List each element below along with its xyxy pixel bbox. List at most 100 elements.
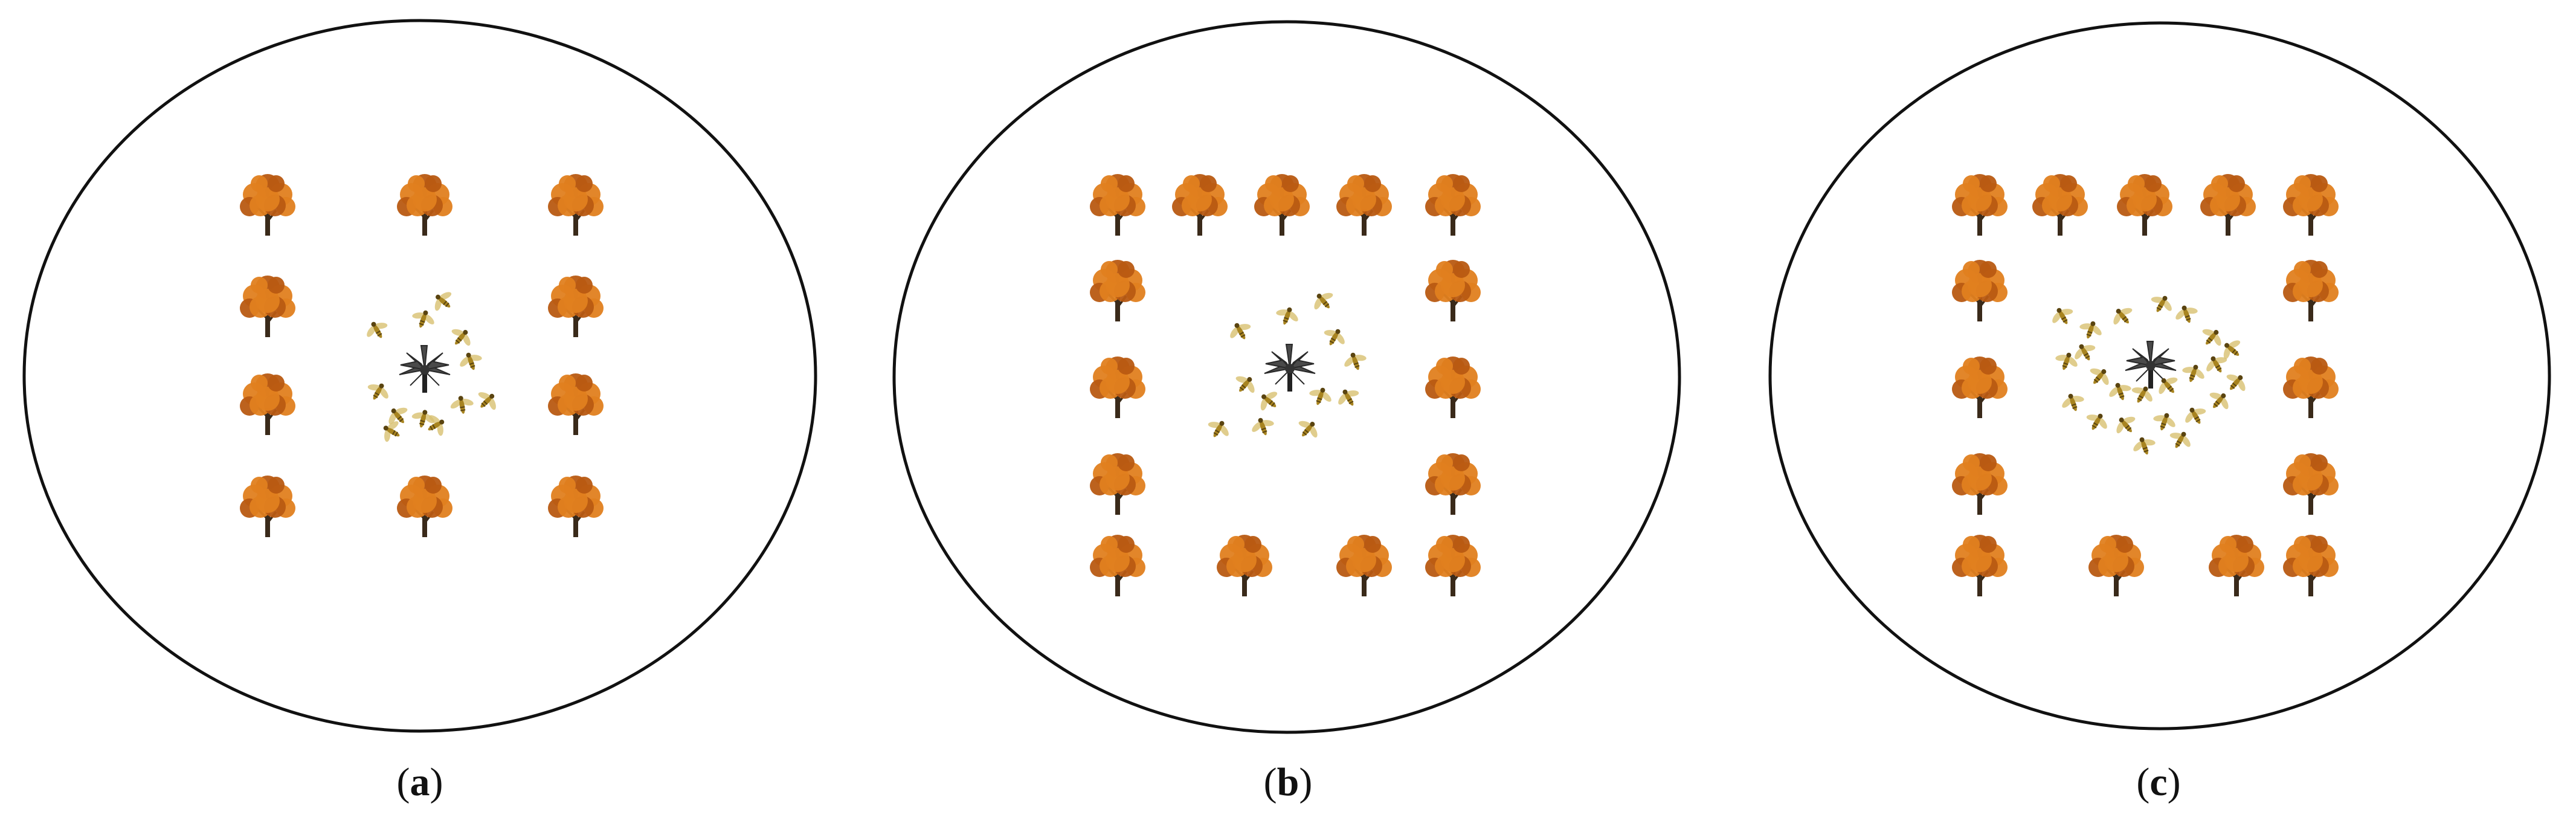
- panel-a-caption: (a): [396, 760, 443, 804]
- orange-tree-icon: [1425, 535, 1481, 596]
- insect-swarm-b: [1208, 292, 1367, 438]
- panel-b-drawing: [892, 20, 1681, 734]
- insect-swarm-c: [2052, 295, 2246, 455]
- orange-tree-icon: [1425, 260, 1481, 321]
- flying-insect-icon: [1208, 421, 1229, 437]
- flying-insect-icon: [1309, 387, 1331, 405]
- dark-plant-icon: [399, 345, 451, 393]
- panel-c-caption: (c): [2136, 760, 2181, 804]
- orange-tree-icon: [2283, 535, 2339, 596]
- panel-a-drawing: [22, 19, 817, 733]
- panel-b-caption: (b): [1263, 760, 1313, 804]
- flying-insect-icon: [1230, 323, 1251, 340]
- orange-tree-icon: [1090, 453, 1145, 515]
- panel-b: (b): [870, 0, 1728, 832]
- orange-tree-icon: [1425, 356, 1481, 418]
- flying-insect-icon: [2175, 305, 2198, 323]
- flying-insect-icon: [1324, 329, 1345, 346]
- flying-insect-icon: [434, 292, 452, 311]
- flying-insect-icon: [2116, 416, 2136, 434]
- orange-tree-icon: [1952, 453, 2008, 515]
- orange-tree-icon: [240, 373, 295, 435]
- flying-insect-icon: [2206, 356, 2227, 373]
- panel-c-drawing: [1768, 21, 2551, 730]
- tree-layout-c: [1952, 174, 2339, 596]
- orange-tree-icon: [1952, 535, 2008, 596]
- flying-insect-icon: [367, 321, 388, 338]
- tree-layout-a: [240, 174, 604, 537]
- flying-insect-icon: [1276, 307, 1298, 325]
- orange-tree-icon: [548, 476, 604, 537]
- flying-insect-icon: [1314, 292, 1333, 310]
- flying-insect-icon: [2153, 413, 2175, 431]
- flying-insect-icon: [451, 329, 471, 346]
- flying-insect-icon: [2075, 344, 2096, 361]
- flying-insect-icon: [1252, 418, 1274, 436]
- flying-insect-icon: [2223, 340, 2241, 360]
- flying-insect-icon: [411, 410, 435, 428]
- flying-insect-icon: [2226, 374, 2246, 392]
- flying-insect-icon: [2133, 437, 2156, 455]
- flying-insect-icon: [2090, 368, 2109, 385]
- orange-tree-icon: [1217, 535, 1272, 596]
- flying-insect-icon: [2109, 382, 2131, 401]
- field-boundary-ellipse: [22, 19, 817, 733]
- flying-insect-icon: [460, 352, 482, 370]
- orange-tree-icon: [2283, 260, 2339, 321]
- orange-tree-icon: [2209, 535, 2264, 596]
- orange-tree-icon: [2200, 174, 2256, 236]
- orange-tree-icon: [240, 276, 295, 337]
- flying-insect-icon: [1338, 389, 1359, 406]
- orange-tree-icon: [2283, 453, 2339, 515]
- orange-tree-icon: [548, 276, 604, 337]
- center-plant-b: [1264, 344, 1316, 392]
- orange-tree-icon: [1336, 535, 1392, 596]
- orange-tree-icon: [1090, 174, 1145, 236]
- panel-a: (a): [0, 0, 870, 832]
- orange-tree-icon: [1090, 260, 1145, 321]
- orange-tree-icon: [1254, 174, 1310, 236]
- orange-tree-icon: [1090, 535, 1145, 596]
- panel-c: (c): [1728, 0, 2576, 832]
- flying-insect-icon: [2055, 352, 2078, 370]
- flying-insect-icon: [2159, 377, 2178, 395]
- dark-plant-icon: [1264, 344, 1316, 392]
- flying-insect-icon: [2062, 393, 2084, 411]
- field-boundary-ellipse: [1768, 21, 2551, 730]
- flying-insect-icon: [412, 310, 434, 328]
- orange-tree-icon: [1425, 174, 1481, 236]
- flying-insect-icon: [1260, 392, 1278, 411]
- orange-tree-icon: [1952, 174, 2008, 236]
- orange-tree-icon: [2088, 535, 2144, 596]
- flying-insect-icon: [1235, 376, 1255, 393]
- flying-insect-icon: [2079, 321, 2102, 339]
- flying-insect-icon: [2202, 329, 2221, 346]
- orange-tree-icon: [240, 476, 295, 537]
- dark-plant-icon: [2125, 341, 2177, 389]
- flying-insect-icon: [478, 392, 496, 410]
- flying-insect-icon: [2185, 407, 2206, 424]
- flying-insect-icon: [2131, 386, 2153, 403]
- orange-tree-icon: [1952, 260, 2008, 321]
- flying-insect-icon: [2086, 413, 2107, 430]
- flying-insect-icon: [2182, 364, 2204, 382]
- center-plant-a: [399, 345, 451, 393]
- orange-tree-icon: [1336, 174, 1392, 236]
- flying-insect-icon: [2209, 392, 2229, 410]
- flying-insect-icon: [2113, 308, 2133, 325]
- orange-tree-icon: [548, 174, 604, 236]
- insect-swarm-a: [367, 292, 496, 442]
- orange-tree-icon: [397, 476, 452, 537]
- flying-insect-icon: [383, 421, 400, 442]
- orange-tree-icon: [2032, 174, 2088, 236]
- field-boundary-ellipse: [892, 20, 1681, 734]
- flying-insect-icon: [1298, 421, 1318, 438]
- orange-tree-icon: [1172, 174, 1228, 236]
- flying-insect-icon: [450, 396, 474, 414]
- center-plant-c: [2125, 341, 2177, 389]
- orange-tree-icon: [1425, 453, 1481, 515]
- tree-layout-b: [1090, 174, 1481, 596]
- flying-insect-icon: [1344, 352, 1367, 370]
- orange-tree-icon: [2283, 174, 2339, 236]
- flying-insect-icon: [388, 407, 408, 425]
